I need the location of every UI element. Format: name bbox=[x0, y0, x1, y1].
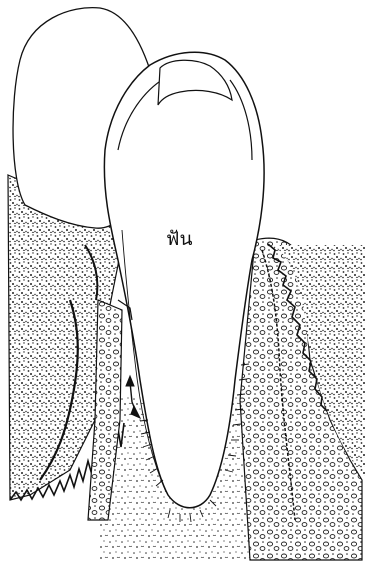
tooth-label: ฟัน bbox=[166, 230, 192, 249]
